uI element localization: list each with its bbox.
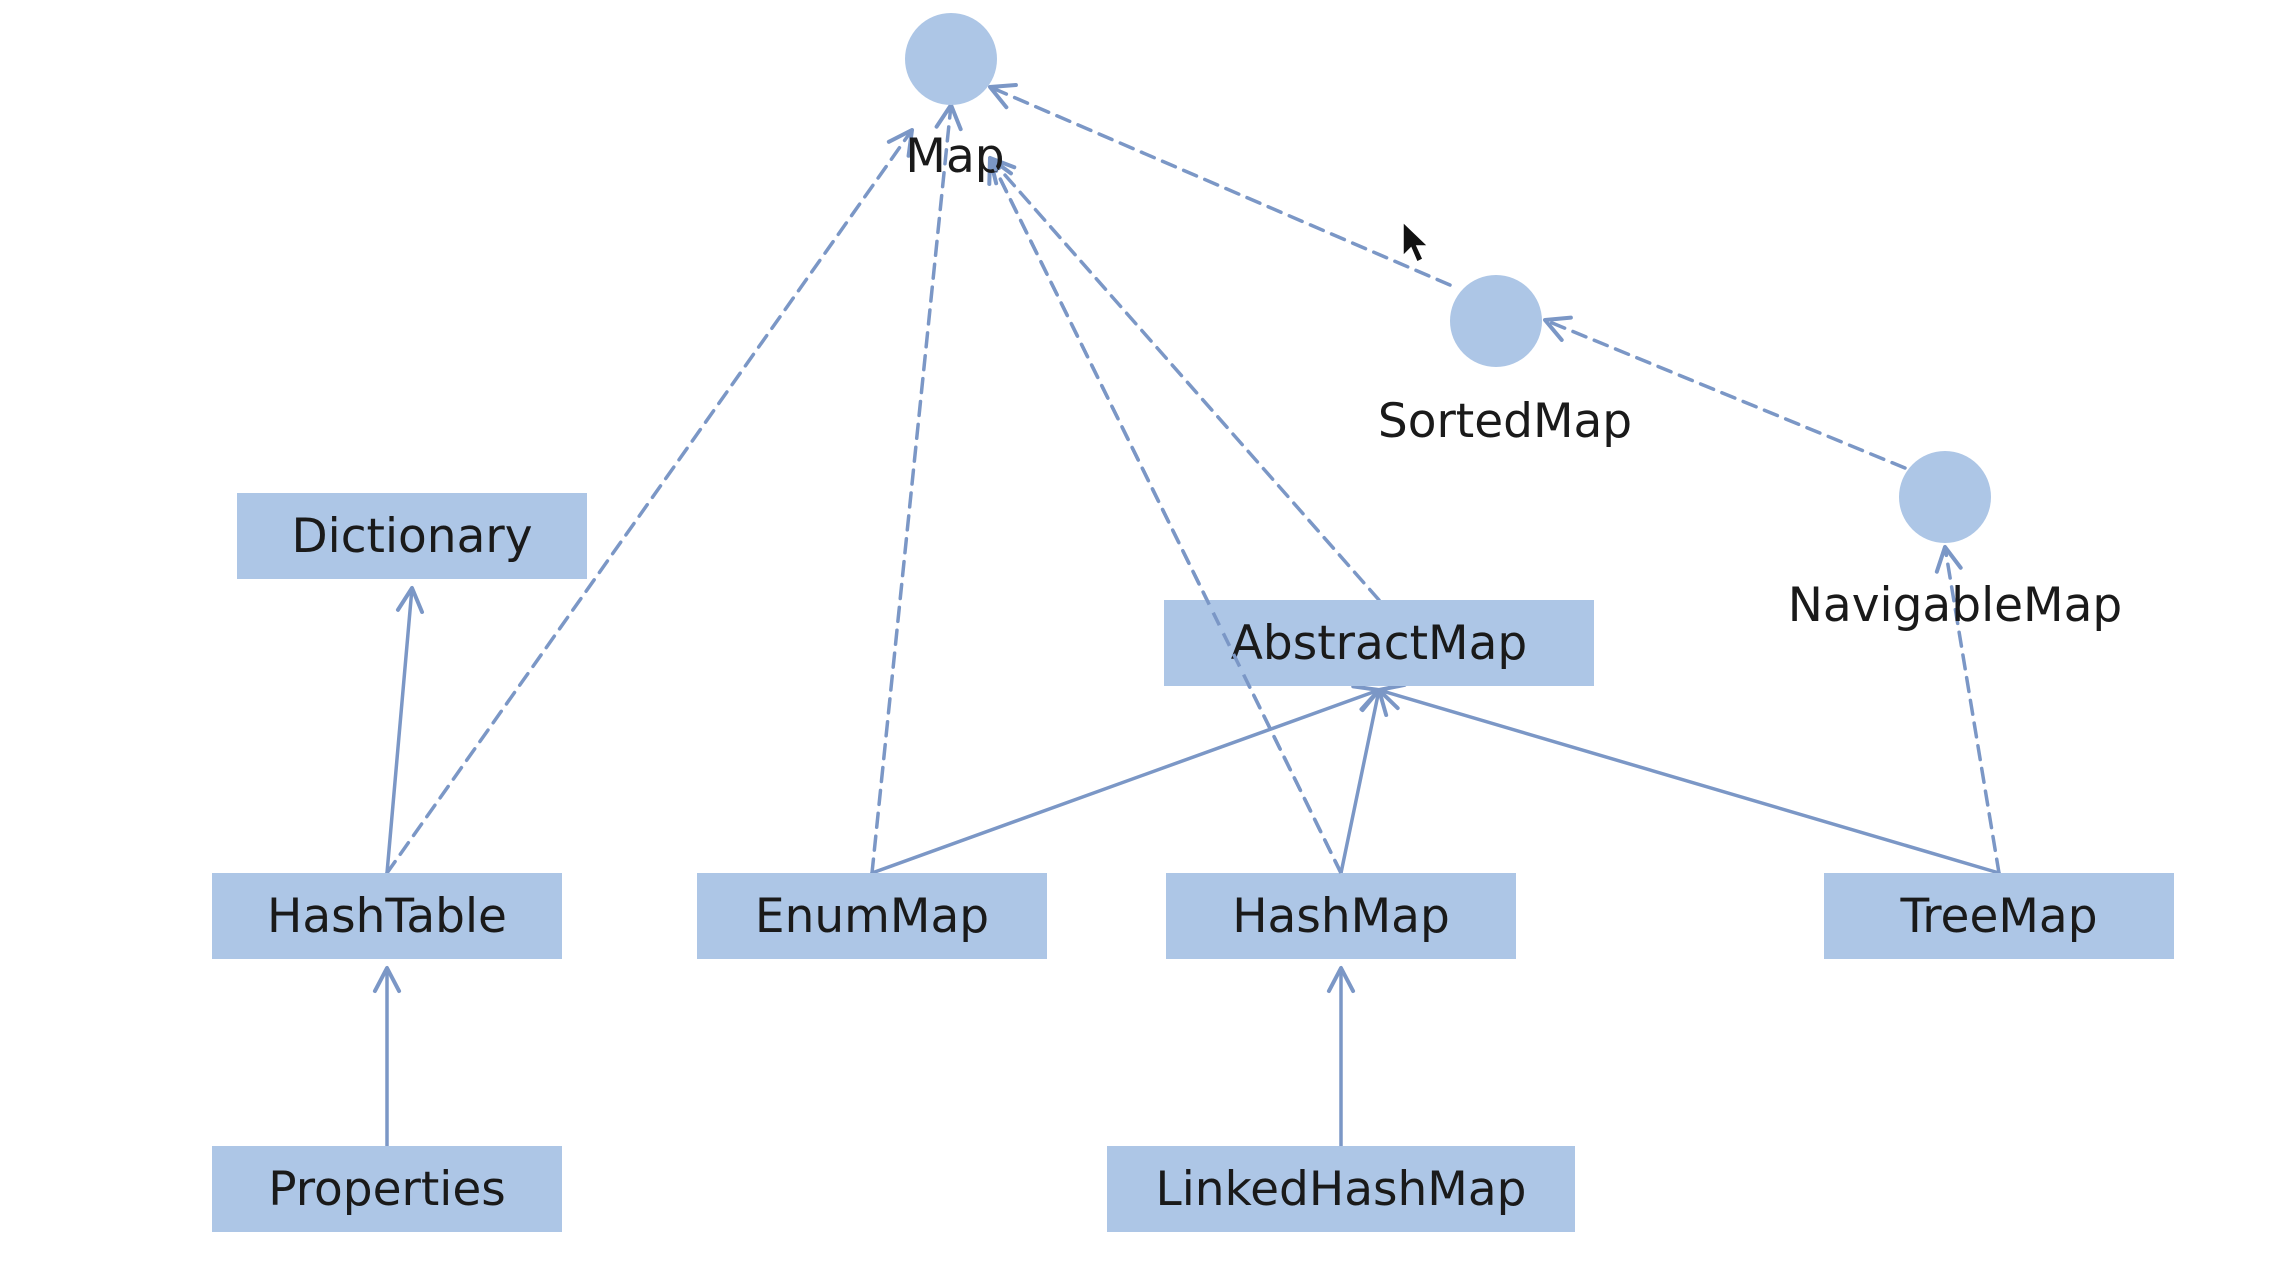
class-box [212, 873, 562, 959]
mouse-cursor-icon [1402, 220, 1430, 264]
edge-treemap-to-abstractmap [1377, 682, 2001, 875]
edge-sortedmap-to-map [988, 83, 1452, 287]
arrowhead [1326, 966, 1356, 994]
arrowhead [1377, 682, 1407, 711]
class-label-hashtable: HashTable [267, 889, 507, 944]
class-label-abstractmap: AbstractMap [1231, 616, 1527, 671]
arrowhead [988, 83, 1018, 110]
edge-linkedhashmap-to-hashmap [1326, 966, 1356, 1148]
edge-enummap-to-abstractmap [870, 684, 1381, 875]
class-box [1166, 873, 1516, 959]
class-label-treemap: TreeMap [1899, 889, 2097, 944]
class-node-abstractmap: AbstractMap [1164, 600, 1594, 686]
class-box [1164, 600, 1594, 686]
class-node-treemap: TreeMap [1824, 873, 2174, 959]
arrowhead [1934, 545, 1963, 574]
edge-hashtable-to-dictionary [385, 586, 425, 875]
arrowhead [1543, 315, 1573, 342]
class-label-hashmap: HashMap [1232, 889, 1450, 944]
class-node-linkedhashmap: LinkedHashMap [1107, 1146, 1575, 1232]
interface-circle-icon [1450, 275, 1542, 367]
class-node-dictionary: Dictionary [237, 493, 587, 579]
edge-enummap-to-map [870, 103, 963, 875]
edge-hashtable-to-map [385, 128, 914, 875]
edge-navigablemap-to-sortedmap [1543, 315, 1907, 470]
interface-node-navigablemap: NavigableMap [1788, 451, 2122, 633]
class-box [697, 873, 1047, 959]
class-label-properties: Properties [268, 1162, 506, 1217]
interface-label-navigablemap: NavigableMap [1788, 578, 2122, 633]
class-node-properties: Properties [212, 1146, 562, 1232]
class-label-enummap: EnumMap [755, 889, 989, 944]
class-label-dictionary: Dictionary [291, 509, 532, 564]
class-box [1107, 1146, 1575, 1232]
edge-overlay-hashmap-to-map [988, 157, 1343, 874]
interface-label-map: Map [905, 129, 1004, 184]
arrowhead [988, 156, 1017, 186]
edge-abstractmap-to-map [988, 156, 1381, 602]
class-node-hashtable: HashTable [212, 873, 562, 959]
interface-node-sortedmap: SortedMap [1378, 275, 1632, 449]
interface-node-map: Map [905, 13, 1005, 184]
edge-properties-to-hashtable [372, 966, 402, 1148]
class-node-enummap: EnumMap [697, 873, 1047, 959]
class-box [1824, 873, 2174, 959]
interface-circle-icon [1899, 451, 1991, 543]
arrowhead [886, 128, 914, 158]
class-label-linkedhashmap: LinkedHashMap [1156, 1162, 1527, 1217]
class-node-hashmap: HashMap [1166, 873, 1516, 959]
edge-hashmap-to-abstractmap [1339, 688, 1389, 875]
class-box [212, 1146, 562, 1232]
arrowhead [395, 586, 425, 614]
interface-label-sortedmap: SortedMap [1378, 394, 1632, 449]
class-box [237, 493, 587, 579]
edge-treemap-to-navigablemap [1934, 545, 2001, 875]
interface-circle-icon [905, 13, 997, 105]
arrowhead [372, 966, 402, 994]
